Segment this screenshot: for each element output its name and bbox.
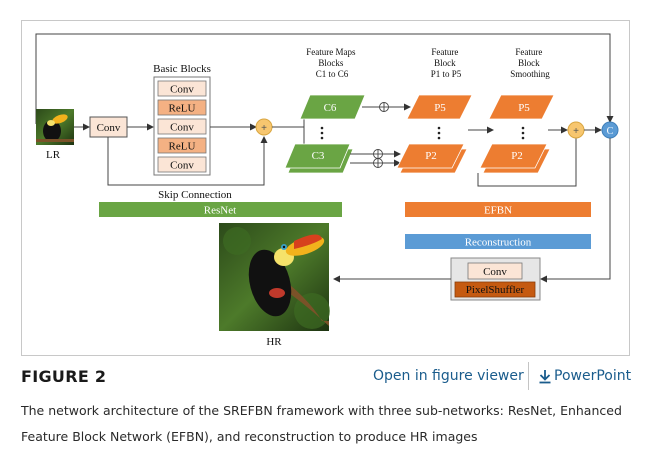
basic-block-layer-label: Conv [170, 160, 194, 172]
c6-label: C6 [324, 102, 337, 114]
skip-connection-label: Skip Connection [158, 189, 232, 201]
basic-block-layer-label: ReLU [169, 103, 196, 115]
basic-block-layer-box [157, 156, 207, 173]
reconstruction-bar [405, 234, 591, 249]
feature-block-title: Feature Block P1 to P5 [431, 47, 462, 79]
feature-maps-ellipsis [320, 126, 324, 140]
smooth-p5-block [488, 94, 555, 120]
basic-block-layer-label: Conv [170, 84, 194, 96]
feature-maps-title: Feature Maps Blocks C1 to C6 [306, 47, 358, 79]
residual-sum-symbol: + [261, 123, 267, 134]
p2-block [396, 143, 465, 169]
concat-symbol: C [607, 126, 614, 137]
smooth-p2-label: P2 [511, 150, 523, 162]
feature-block-ellipsis [437, 126, 441, 140]
architecture-diagram: LR Conv Basic Blocks ConvReLUConvReLUCon… [35, 33, 619, 348]
basic-block-layer-label: ReLU [169, 141, 196, 153]
hr-image [219, 223, 330, 331]
c3-p2-add-icon-2 [373, 158, 383, 168]
pixel-shuffler-label: PixelShuffler [466, 284, 525, 296]
basic-block-layer-box [157, 137, 207, 154]
lr-label: LR [46, 149, 61, 161]
top-feedback-line [35, 33, 614, 124]
smooth-p5-label: P5 [518, 102, 530, 114]
p2-label: P2 [425, 150, 437, 162]
powerpoint-label: PowerPoint [554, 368, 632, 384]
basic-block-layer-box [157, 99, 207, 116]
smoothing-title: Feature Block Smoothing [510, 47, 550, 79]
smoothing-ellipsis [521, 126, 525, 140]
lr-image [36, 109, 74, 145]
download-icon [539, 369, 551, 383]
figure-caption: The network architecture of the SREFBN f… [21, 403, 622, 444]
open-in-figure-viewer-link[interactable]: Open in figure viewer [373, 368, 524, 384]
c6-p5-add-icon [379, 102, 389, 112]
c3-block [284, 143, 351, 169]
c3-p2-add-icon-1 [373, 149, 383, 159]
efbn-bar [405, 202, 591, 217]
upsampler-conv-box [467, 262, 523, 280]
skip-connection-line [107, 136, 268, 186]
basic-blocks-title: Basic Blocks [153, 63, 211, 75]
concat-to-upsampler-arrow [540, 138, 611, 283]
efbn-sum-symbol: + [573, 126, 579, 137]
figure-label: FIGURE 2 [21, 367, 107, 386]
efbn-residual-line [477, 138, 577, 187]
resnet-label: ResNet [204, 205, 236, 217]
p5-block [406, 94, 473, 120]
hr-label: HR [266, 336, 282, 348]
upsampler-conv-label: Conv [483, 266, 507, 278]
c6-block [299, 94, 366, 120]
p5-label: P5 [434, 102, 446, 114]
basic-block-layer-box [157, 80, 207, 97]
conv-label: Conv [97, 122, 121, 134]
link-divider [528, 362, 529, 390]
pixel-shuffler-box [454, 281, 536, 298]
efbn-label: EFBN [484, 205, 512, 217]
powerpoint-download-link[interactable]: PowerPoint [538, 368, 631, 384]
c3-label: C3 [312, 150, 325, 162]
resnet-bar [99, 202, 342, 217]
basic-block-layer-label: Conv [170, 122, 194, 134]
basic-block-layer-box [157, 118, 207, 135]
smooth-p2-block [479, 143, 548, 169]
reconstruction-label: Reconstruction [465, 237, 532, 249]
